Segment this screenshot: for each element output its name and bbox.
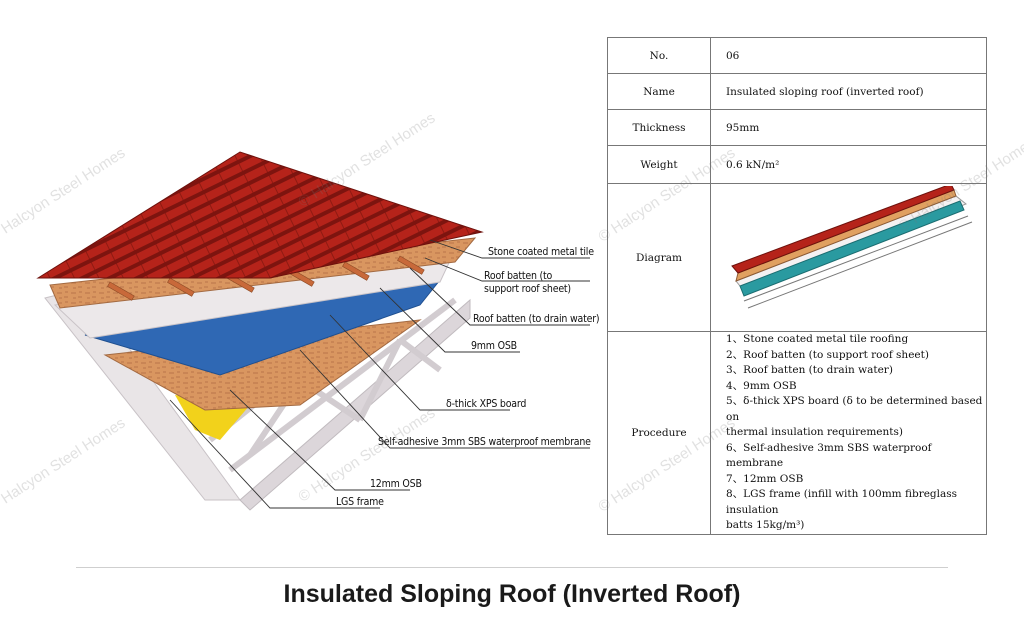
section-diagram <box>731 183 973 309</box>
procedure-item: 5、δ-thick XPS board (δ to be determined … <box>726 395 983 423</box>
procedure-label: Procedure <box>607 331 711 535</box>
no-value: 06 <box>710 37 987 74</box>
name-label: Name <box>607 73 711 110</box>
row-weight: Weight 0.6 kN/m² <box>607 145 987 184</box>
callout-xps-board: δ-thick XPS board <box>446 398 527 410</box>
weight-label: Weight <box>607 145 711 184</box>
procedure-item: batts 15kg/m³) <box>726 519 805 531</box>
metal-tile-roof <box>36 151 484 279</box>
procedure-cell: 1、Stone coated metal tile roofing 2、Roof… <box>710 331 987 535</box>
callout-roof-batten-drain: Roof batten (to drain water) <box>473 313 600 325</box>
spec-table: No. 06 Name Insulated sloping roof (inve… <box>607 37 987 535</box>
procedure-item: 3、Roof batten (to drain water) <box>726 364 893 376</box>
thickness-label: Thickness <box>607 109 711 146</box>
diagram-label: Diagram <box>607 183 711 332</box>
divider <box>76 567 948 568</box>
procedure-item: 4、9mm OSB <box>726 379 797 392</box>
callout-lgs-frame: LGS frame <box>336 496 384 508</box>
row-no: No. 06 <box>607 37 987 74</box>
page-title: Insulated Sloping Roof (Inverted Roof) <box>283 580 741 608</box>
roof-layer-illustration <box>36 151 590 511</box>
diagram-cell <box>710 183 987 332</box>
callout-sbs-membrane: Self-adhesive 3mm SBS waterproof membran… <box>378 436 591 448</box>
procedure-item: 8、LGS frame (infill with 100mm fibreglas… <box>726 488 958 516</box>
callout-9mm-osb: 9mm OSB <box>471 340 517 352</box>
procedure-list: 1、Stone coated metal tile roofing 2、Roof… <box>726 332 986 534</box>
name-value: Insulated sloping roof (inverted roof) <box>710 73 987 110</box>
procedure-item: thermal insulation requirements) <box>726 426 903 438</box>
row-diagram: Diagram <box>607 183 987 332</box>
callout-leader-lines <box>169 239 590 509</box>
procedure-item: 6、Self-adhesive 3mm SBS waterproof membr… <box>726 441 932 470</box>
callout-roof-batten-support: Roof batten (to support roof sheet) <box>484 270 571 295</box>
row-thickness: Thickness 95mm <box>607 109 987 146</box>
row-procedure: Procedure 1、Stone coated metal tile roof… <box>607 331 987 535</box>
procedure-item: 7、12mm OSB <box>726 472 804 485</box>
row-name: Name Insulated sloping roof (inverted ro… <box>607 73 987 110</box>
procedure-item: 1、Stone coated metal tile roofing <box>726 333 909 345</box>
callout-stone-coated-metal-tile: Stone coated metal tile <box>488 246 594 258</box>
thickness-value: 95mm <box>710 109 987 146</box>
weight-value: 0.6 kN/m² <box>710 145 987 184</box>
procedure-item: 2、Roof batten (to support roof sheet) <box>726 348 929 361</box>
no-label: No. <box>607 37 711 74</box>
callout-12mm-osb: 12mm OSB <box>370 478 422 490</box>
